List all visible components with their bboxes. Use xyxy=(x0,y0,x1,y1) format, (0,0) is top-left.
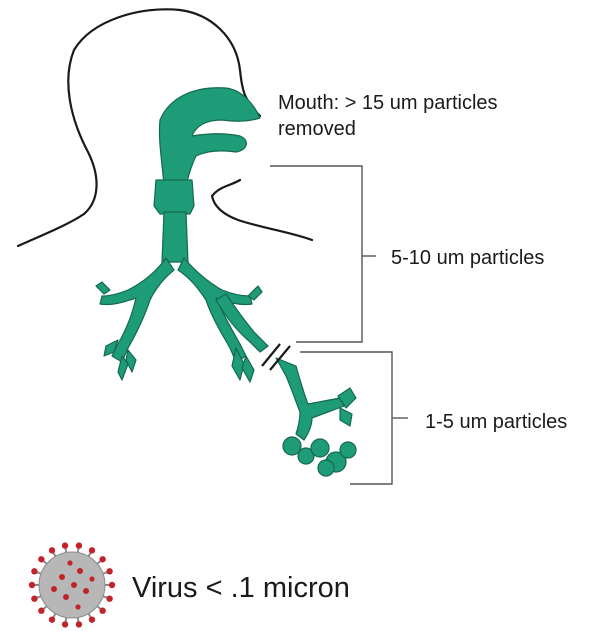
virus-label: Virus < .1 micron xyxy=(132,570,350,606)
mouth-label-line2: removed xyxy=(278,116,498,142)
virus-spike-tip xyxy=(29,582,35,588)
virus-spike-tip xyxy=(76,621,82,627)
mid-airway-label: 5-10 um particles xyxy=(391,245,544,271)
virus-spike-tip xyxy=(31,595,37,601)
virus-spike-tip xyxy=(106,568,112,574)
virus-spike-tip xyxy=(49,616,55,622)
bracket-upper xyxy=(270,166,376,342)
respiratory-tract-icon xyxy=(96,88,356,476)
virus-spike-tip xyxy=(89,547,95,553)
virus-spike-tip xyxy=(99,556,105,562)
virus-spike-tip xyxy=(106,595,112,601)
mouth-label: Mouth: > 15 um particles removed xyxy=(278,90,498,142)
virus-spike-tip xyxy=(89,616,95,622)
virus-spike-tip xyxy=(62,621,68,627)
virus-spike-tip xyxy=(31,568,37,574)
virus-icon xyxy=(29,542,115,627)
virus-spike-tip xyxy=(38,608,44,614)
virus-spike-tip xyxy=(76,542,82,548)
virus-spike-tip xyxy=(38,556,44,562)
lower-airway-label: 1-5 um particles xyxy=(425,409,567,435)
virus-spike-tip xyxy=(62,542,68,548)
bracket-lower xyxy=(300,352,408,484)
virus-spike-tip xyxy=(99,608,105,614)
virus-spike-tip xyxy=(109,582,115,588)
mouth-label-line1: Mouth: > 15 um particles xyxy=(278,90,498,116)
virus-spike-tip xyxy=(49,547,55,553)
